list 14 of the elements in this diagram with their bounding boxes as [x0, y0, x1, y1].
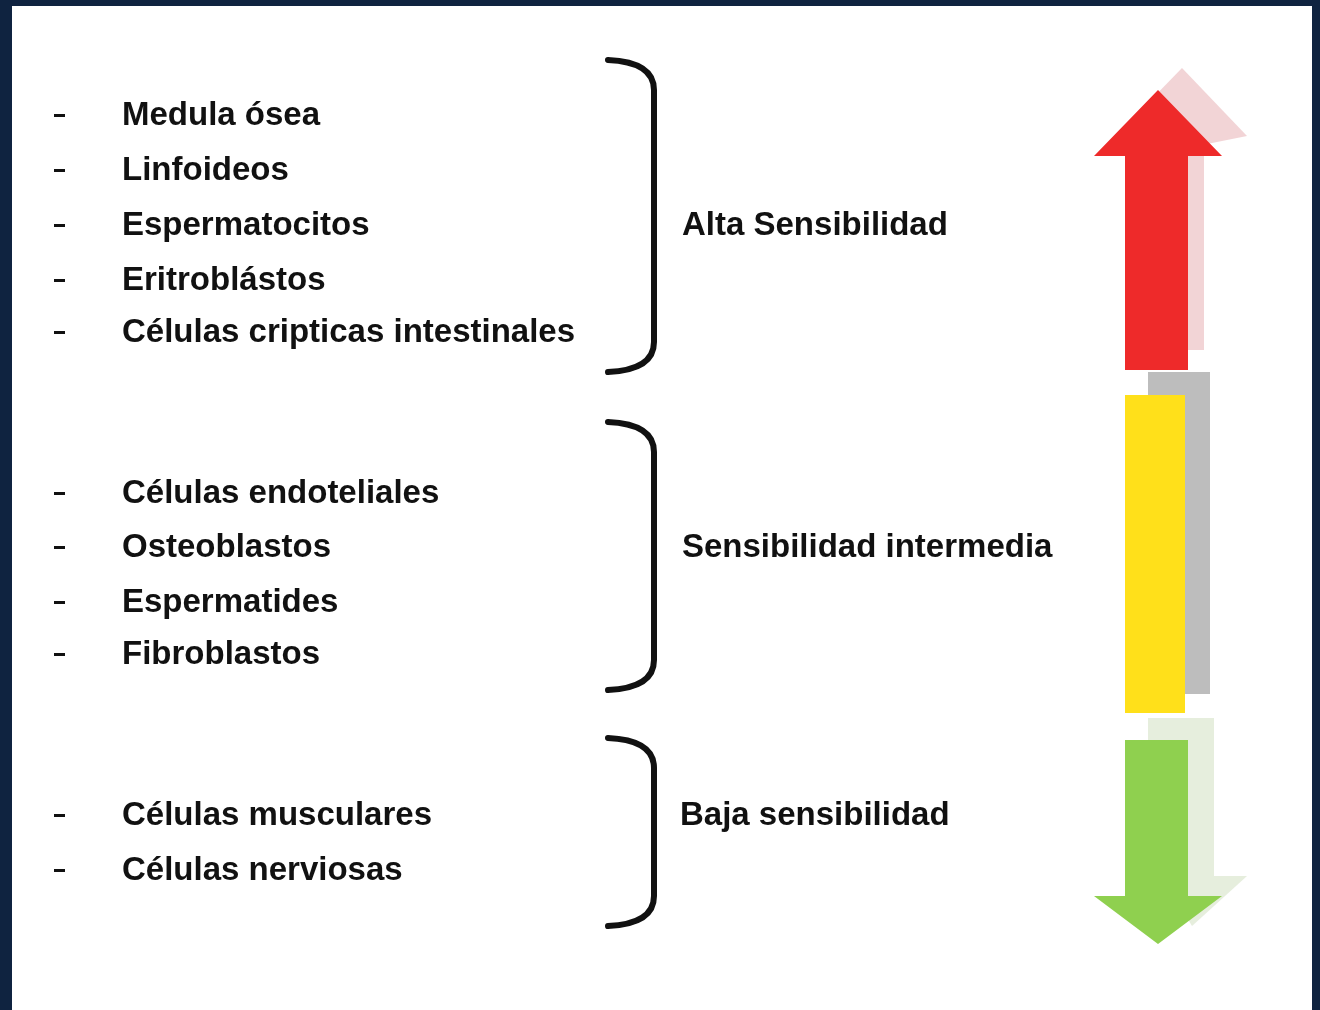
list-item: Células musculares	[122, 794, 432, 834]
category-label: Sensibilidad intermedia	[682, 526, 1053, 566]
list-item: Células nerviosas	[122, 849, 403, 889]
list-item: Fibroblastos	[122, 633, 321, 673]
list-item: Células endoteliales	[122, 472, 440, 512]
list-item: Espermatides	[122, 581, 339, 621]
list-item: Eritroblástos	[122, 259, 326, 299]
list-item: Medula ósea	[122, 94, 321, 134]
category-label: Baja sensibilidad	[680, 794, 950, 834]
list-item: Osteoblastos	[122, 526, 332, 566]
list-item: Linfoideos	[122, 149, 289, 189]
category-label: Alta Sensibilidad	[682, 204, 948, 244]
list-item: Espermatocitos	[122, 204, 370, 244]
list-item: Células cripticas intestinales	[122, 311, 576, 351]
